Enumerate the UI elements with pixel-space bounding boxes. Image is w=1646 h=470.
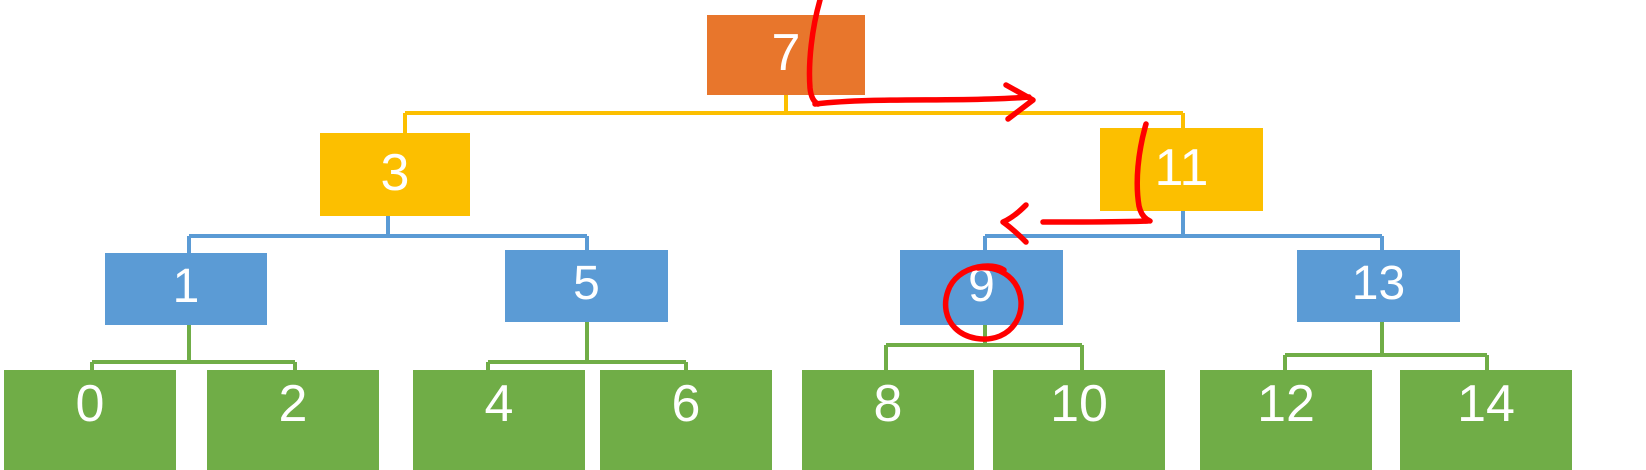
tree-node-label: 12 <box>1257 375 1315 433</box>
tree-node-13[interactable]: 13 <box>1297 250 1460 322</box>
edge-group-root <box>403 95 1185 133</box>
tree-node-7[interactable]: 7 <box>707 15 865 95</box>
tree-node-12[interactable]: 12 <box>1200 370 1372 470</box>
tree-node-label: 8 <box>873 375 903 433</box>
annotation-eleven-arrowhead <box>1000 202 1029 245</box>
annotation-eleven-arrow-shaft <box>1040 218 1151 225</box>
tree-node-label: 10 <box>1050 375 1108 433</box>
tree-node-4[interactable]: 4 <box>413 370 585 470</box>
tree-node-label: 7 <box>771 24 801 82</box>
annotation-root-arrow-shaft <box>812 94 1032 107</box>
edge-group-node9 <box>884 325 1084 370</box>
tree-node-0[interactable]: 0 <box>4 370 176 470</box>
tree-node-2[interactable]: 2 <box>207 370 379 470</box>
tree-node-label: 6 <box>671 375 701 433</box>
tree-node-label: 14 <box>1457 375 1515 433</box>
edge-group-node1 <box>90 325 297 370</box>
tree-node-8[interactable]: 8 <box>802 370 974 470</box>
tree-node-label: 4 <box>484 375 514 433</box>
edge-group-node5 <box>486 322 688 370</box>
tree-node-11[interactable]: 11 <box>1100 128 1263 211</box>
tree-node-5[interactable]: 5 <box>505 250 668 322</box>
annotation-root-arrowhead <box>1003 82 1036 122</box>
edge-group-node11 <box>983 211 1384 250</box>
tree-node-label: 0 <box>75 375 105 433</box>
tree-node-label: 3 <box>380 143 410 202</box>
tree-node-1[interactable]: 1 <box>105 253 267 325</box>
tree-node-label: 5 <box>573 257 600 310</box>
tree-node-9[interactable]: 9 <box>900 250 1063 325</box>
tree-node-label: 13 <box>1351 257 1406 310</box>
tree-node-label: 11 <box>1154 138 1209 197</box>
tree-node-label: 2 <box>278 375 308 433</box>
tree-node-6[interactable]: 6 <box>600 370 772 470</box>
tree-node-10[interactable]: 10 <box>993 370 1165 470</box>
edge-group-node3 <box>187 216 589 253</box>
tree-node-label: 1 <box>172 260 200 313</box>
tree-node-14[interactable]: 14 <box>1400 370 1572 470</box>
tree-node-label: 9 <box>968 258 995 312</box>
tree-node-3[interactable]: 3 <box>320 133 470 216</box>
edge-group-node13 <box>1283 322 1489 370</box>
